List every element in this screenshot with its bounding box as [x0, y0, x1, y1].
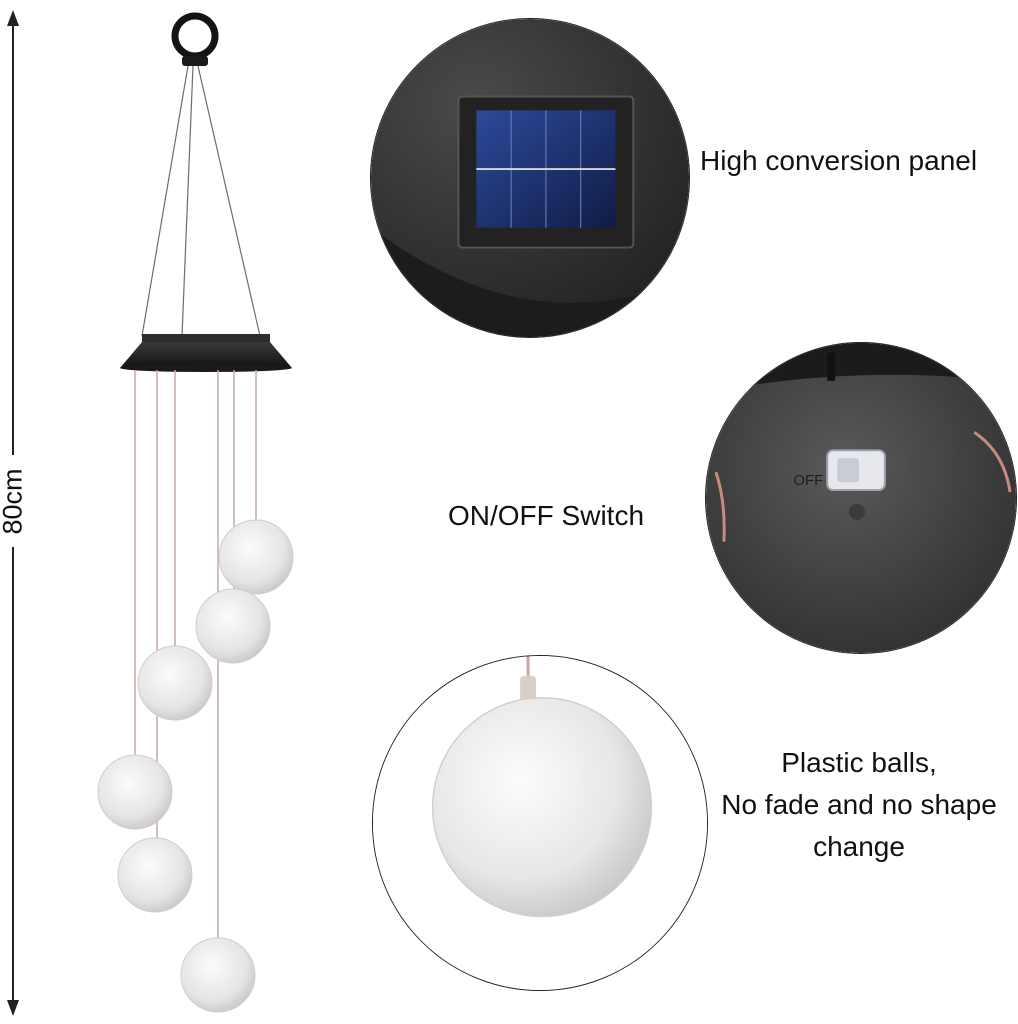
ball-illustration	[373, 656, 707, 990]
switch-illustration: OFF ON	[706, 343, 1016, 653]
plastic-ball	[218, 519, 294, 595]
plastic-ball	[117, 837, 193, 913]
wind-chime-illustration	[97, 12, 294, 1013]
plastic-ball-closeup	[372, 655, 708, 991]
plastic-ball	[97, 754, 173, 830]
caption-line: change	[813, 831, 905, 862]
feature-caption-balls: Plastic balls, No fade and no shape chan…	[700, 742, 1018, 868]
on-off-switch	[826, 449, 886, 492]
plastic-ball	[180, 937, 256, 1013]
wind-chime-product-image	[90, 0, 320, 1024]
caption-line: No fade and no shape	[721, 789, 997, 820]
solar-cell-panel	[457, 95, 635, 249]
plastic-ball	[195, 588, 271, 664]
on-off-switch-closeup: OFF ON	[705, 342, 1017, 654]
feature-caption-panel: High conversion panel	[700, 145, 978, 176]
solar-panel-illustration	[371, 19, 689, 337]
plastic-ball	[137, 645, 213, 721]
solar-cap	[120, 334, 292, 372]
arrow-up-icon	[7, 10, 19, 26]
plastic-ball-large	[431, 697, 653, 918]
dimension-label: 80cm	[0, 455, 28, 547]
caption-line: Plastic balls,	[781, 747, 937, 778]
arrow-down-icon	[7, 1000, 19, 1016]
solar-panel-closeup	[370, 18, 690, 338]
feature-caption-switch: ON/OFF Switch	[448, 500, 645, 531]
hanging-ring	[171, 12, 219, 60]
